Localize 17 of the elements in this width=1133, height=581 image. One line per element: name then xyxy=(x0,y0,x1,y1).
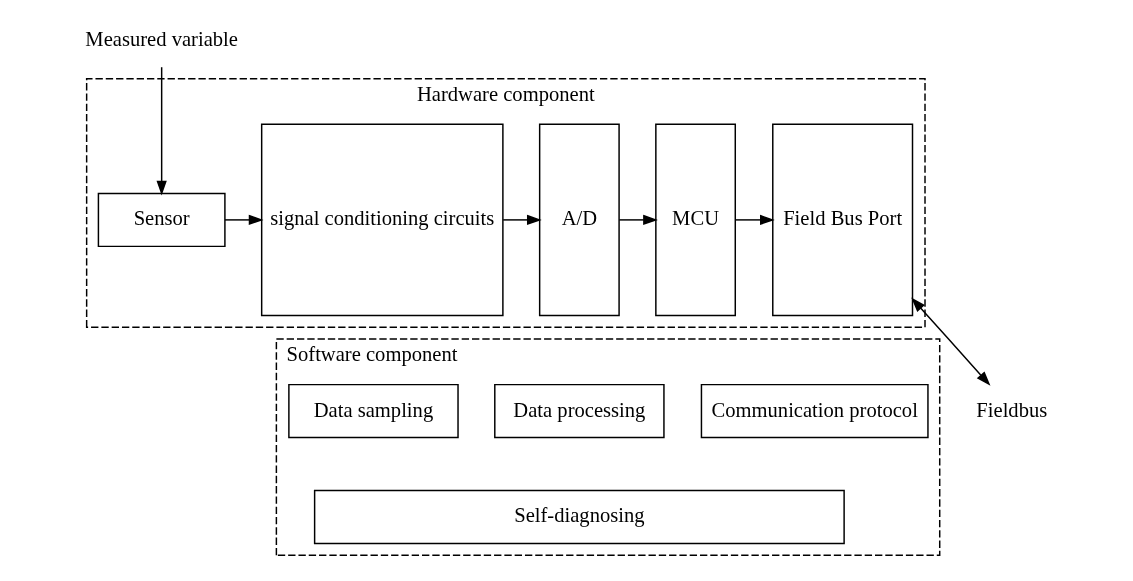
node-text: Measured variable xyxy=(85,27,238,50)
node-box: Sensor xyxy=(97,192,226,248)
node-box: signal conditioning circuits xyxy=(260,123,504,317)
arrow xyxy=(618,214,658,226)
node-box: Data processing xyxy=(494,383,665,439)
node-text: Fieldbus xyxy=(976,398,1048,421)
arrow xyxy=(735,214,775,226)
arrow xyxy=(156,66,167,196)
node-box: Field Bus Port xyxy=(772,123,914,317)
arrow xyxy=(911,297,991,386)
node-box: Self-diagnosing xyxy=(313,489,845,545)
node-box: Communication protocol xyxy=(700,383,929,439)
arrow xyxy=(502,214,542,226)
node-box: Data sampling xyxy=(288,383,459,439)
node-box: A/D xyxy=(538,123,620,317)
node-box: MCU xyxy=(655,123,736,317)
arrow xyxy=(224,214,264,226)
